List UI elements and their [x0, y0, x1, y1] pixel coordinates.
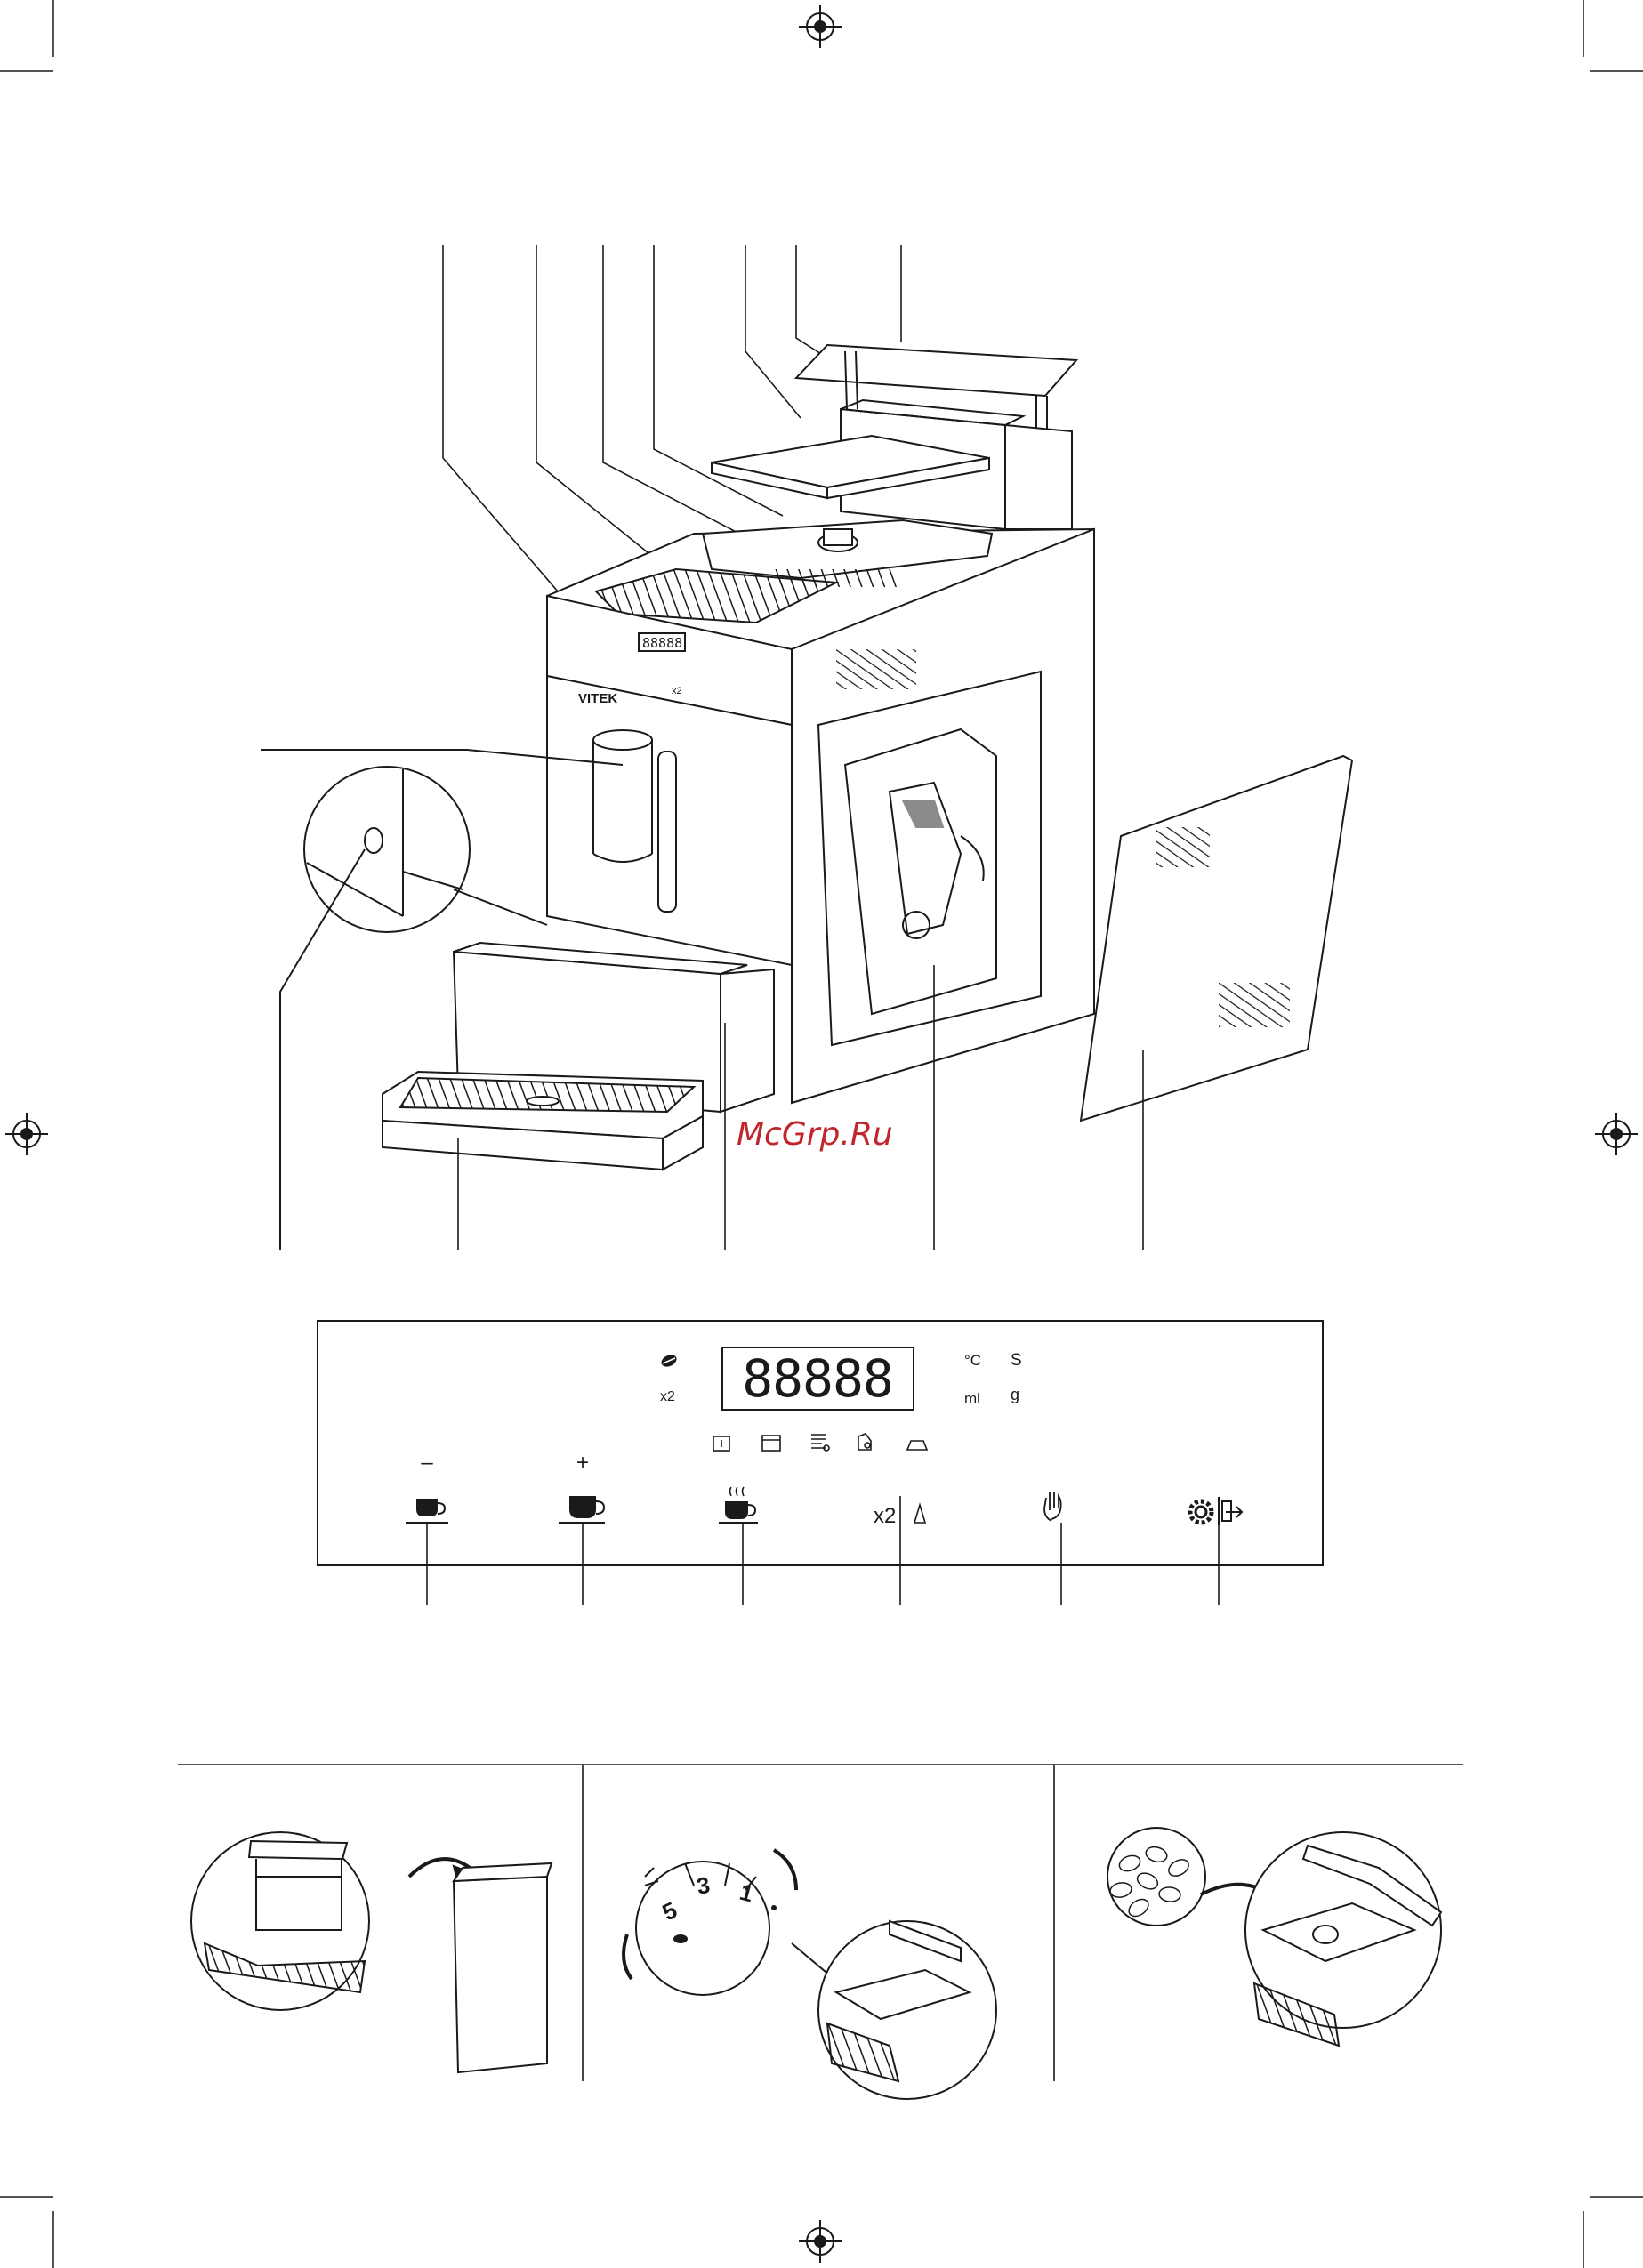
unit-ml: ml	[964, 1390, 980, 1407]
large-cup-icon	[559, 1496, 605, 1523]
mini-display-digits: 88888	[642, 635, 682, 651]
status-icons	[713, 1434, 927, 1451]
descale-icon	[811, 1435, 829, 1451]
x2-indicator: x2	[660, 1389, 675, 1404]
water-tank-icon	[713, 1436, 729, 1451]
large-cup-button[interactable]	[559, 1496, 605, 1523]
registration-mark-icon	[799, 2220, 842, 2263]
exit-icon	[1219, 1497, 1242, 1525]
registration-mark-icon	[799, 5, 842, 48]
bean-loading	[1107, 1828, 1441, 2046]
display-digits: 88888	[742, 1348, 893, 1409]
bottom-illustrations: 5 3 1	[178, 1765, 1463, 2099]
unit-grams: g	[1011, 1386, 1019, 1403]
coffee-bean-icon	[659, 1353, 678, 1369]
double-shot-icon	[900, 1496, 925, 1523]
watermark: McGrp.Ru	[737, 1116, 893, 1153]
panel-callout-lines	[427, 1523, 1219, 1605]
control-panel: 88888 x2 °C S ml g – +	[318, 1321, 1323, 1605]
drip-tray-icon	[907, 1441, 927, 1450]
manual-button[interactable]	[1044, 1492, 1061, 1521]
machine-figure: 88888 x2 VITEK	[261, 245, 1352, 1250]
hot-cup-button[interactable]	[719, 1487, 758, 1523]
unit-seconds: S	[1011, 1351, 1022, 1370]
grounds-container-icon	[762, 1436, 780, 1451]
cleaning-icon	[858, 1434, 871, 1450]
minus-label: –	[421, 1451, 433, 1475]
brand-label: VITEK	[578, 691, 617, 706]
registration-mark-icon	[1595, 1113, 1638, 1155]
unit-celsius: °C	[964, 1352, 981, 1369]
brew-unit	[845, 729, 996, 1014]
registration-mark-icon	[5, 1113, 48, 1155]
small-cup-icon	[406, 1499, 448, 1523]
side-panel	[1081, 756, 1352, 1121]
mini-x2-label: x2	[672, 686, 682, 696]
settings-button[interactable]	[1190, 1497, 1242, 1525]
double-label: x2	[874, 1504, 896, 1528]
grind-dial: 5 3 1	[624, 1850, 996, 2099]
small-cup-button[interactable]	[406, 1499, 448, 1523]
water-tank-removal	[191, 1832, 552, 2072]
gear-icon	[1190, 1501, 1212, 1523]
double-shot-button[interactable]: x2	[874, 1496, 925, 1528]
plus-label: +	[576, 1451, 589, 1475]
hot-cup-icon	[719, 1487, 758, 1523]
hand-icon	[1044, 1492, 1061, 1521]
drip-tray	[383, 1072, 703, 1170]
